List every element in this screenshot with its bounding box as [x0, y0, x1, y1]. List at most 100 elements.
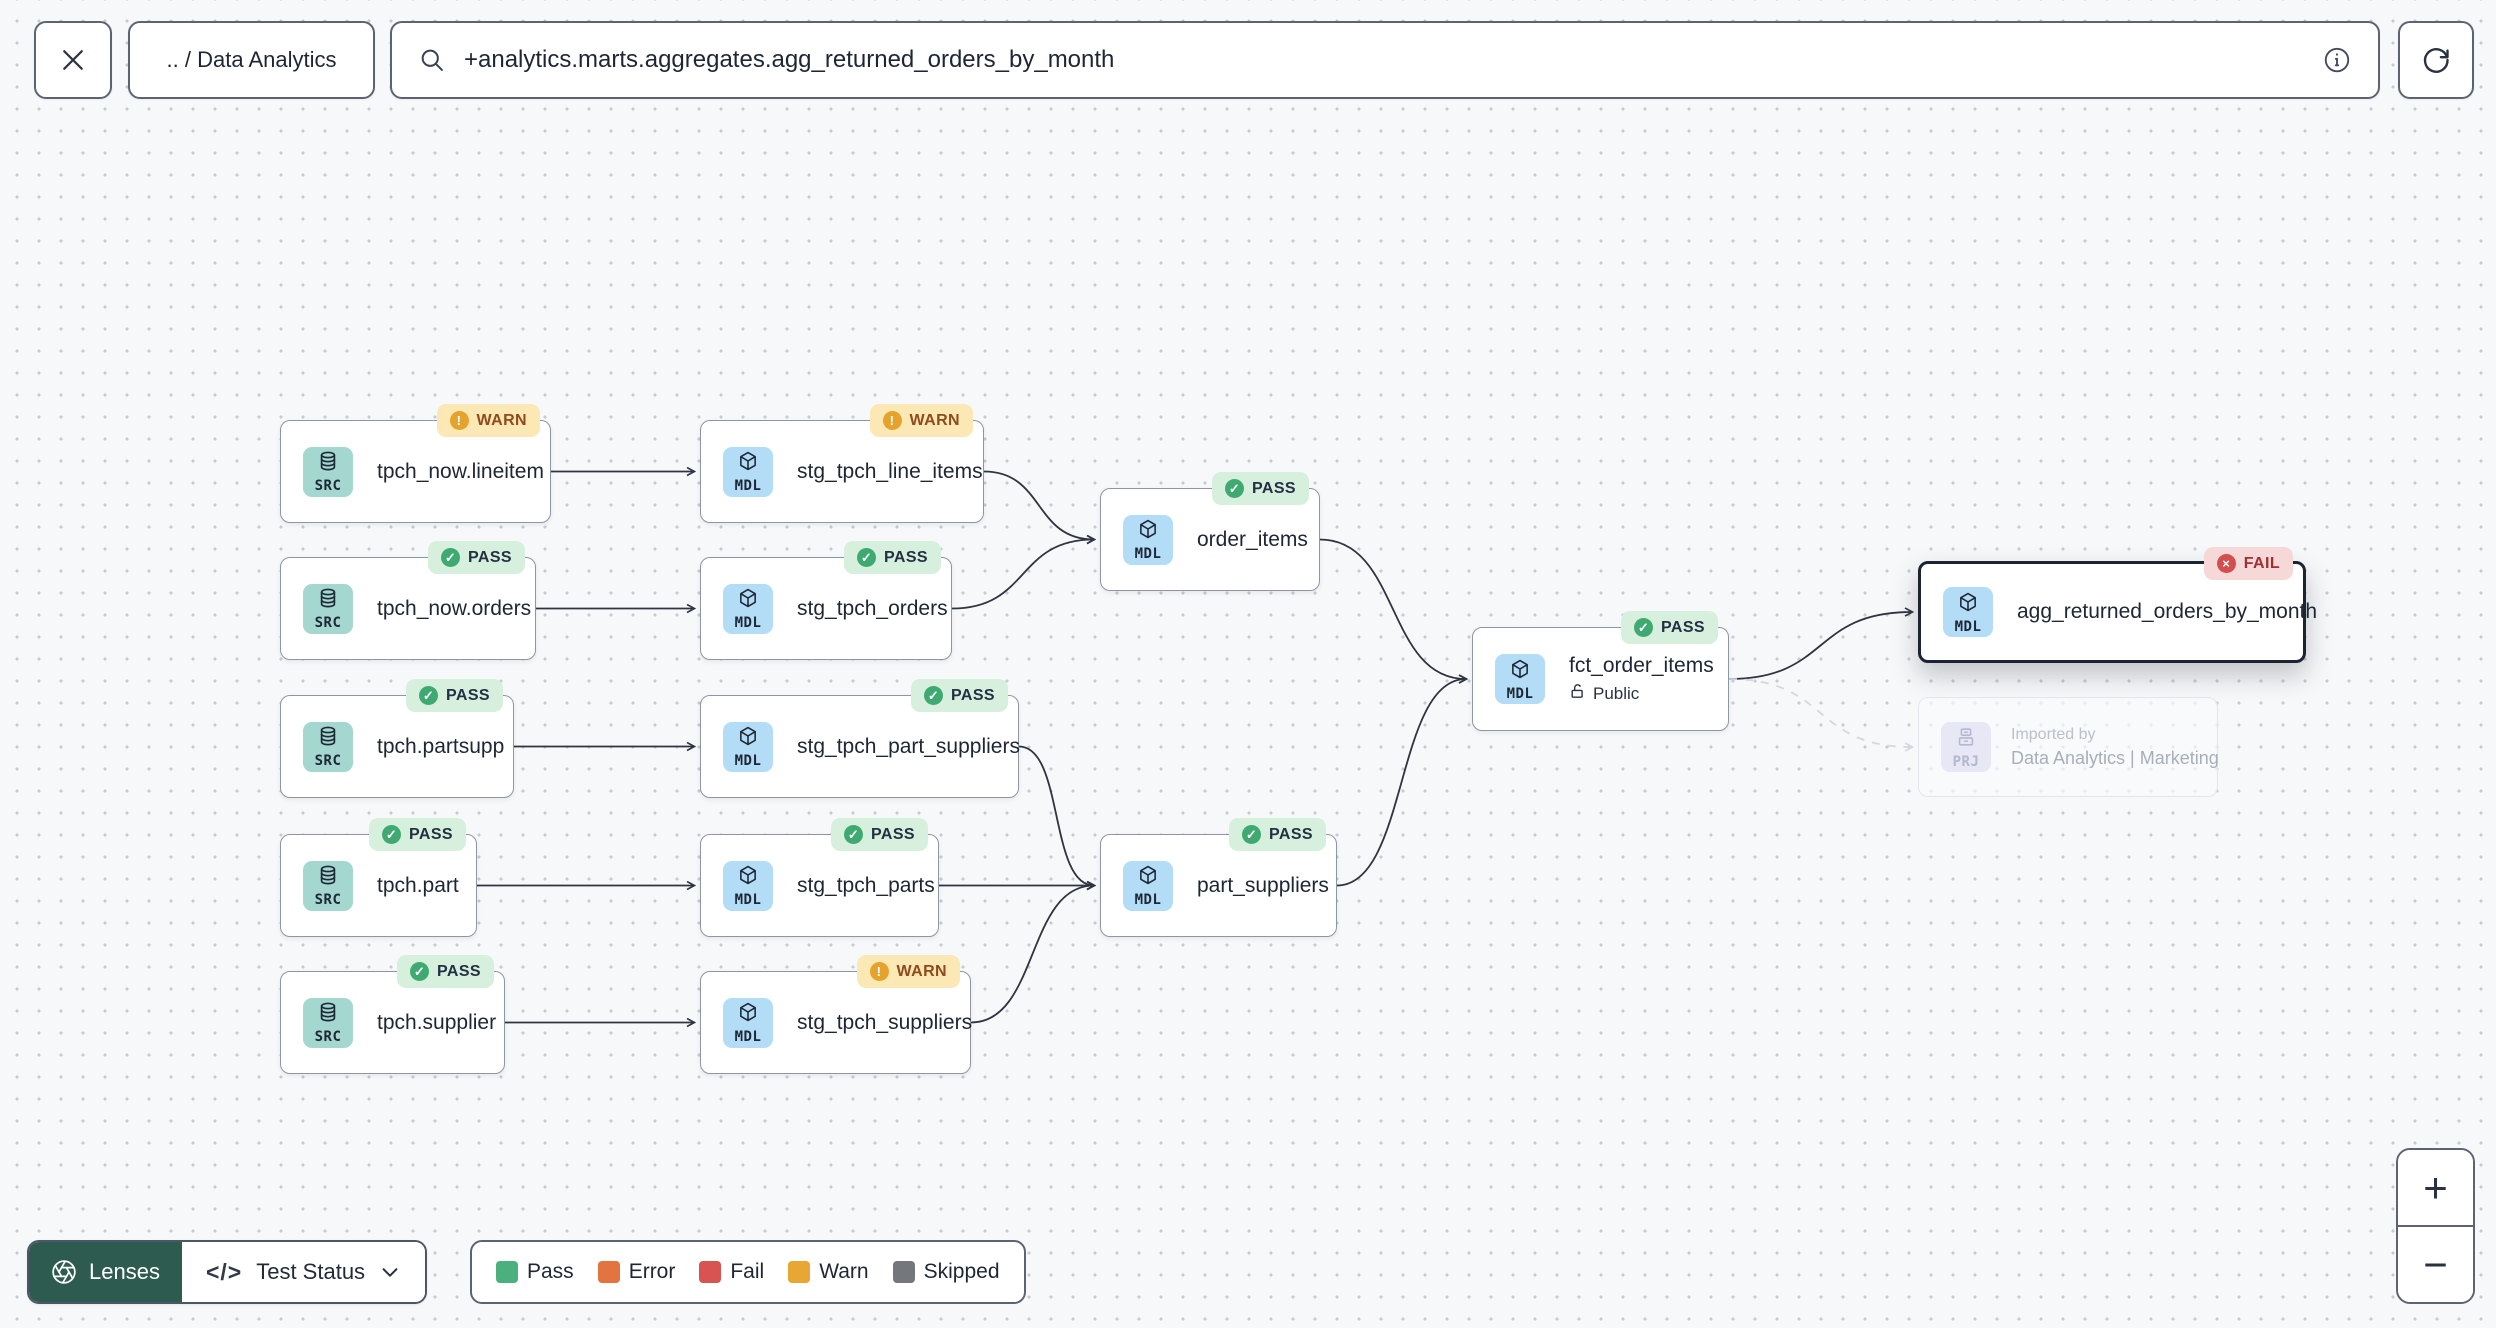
kind-label: MDL: [734, 478, 762, 494]
cube-icon: [1957, 591, 1979, 618]
node-label: tpch_now.orders: [377, 596, 532, 620]
status-label: PASS: [437, 962, 481, 980]
status-badge-fail: ×FAIL: [2203, 547, 2293, 580]
status-label: PASS: [409, 825, 453, 843]
kind-label: MDL: [734, 615, 762, 631]
search-input[interactable]: [464, 46, 2304, 74]
node-label: part_suppliers: [1197, 873, 1329, 897]
kind-label: SRC: [314, 478, 342, 494]
zoom-in-button[interactable]: +: [2398, 1150, 2473, 1227]
database-icon: [317, 725, 339, 752]
lenses-label: Lenses: [89, 1259, 160, 1284]
info-icon[interactable]: [2322, 45, 2352, 75]
status-dot-icon: ✓: [410, 962, 430, 981]
zoom-out-button[interactable]: −: [2398, 1227, 2473, 1302]
project-icon: [1955, 726, 1977, 753]
node-label: stg_tpch_parts: [797, 873, 935, 897]
code-icon: </>: [205, 1258, 243, 1285]
graph-node-stg_tpch_orders[interactable]: MDL stg_tpch_orders ✓ PASS: [700, 541, 952, 660]
breadcrumb-label: .. / Data Analytics: [166, 47, 337, 72]
status-dot-icon: ✓: [419, 686, 439, 705]
status-badge-pass: ✓ PASS: [1229, 818, 1326, 851]
status-dot-icon: ✓: [1242, 825, 1262, 844]
src-badge: SRC: [303, 446, 353, 497]
kind-label: MDL: [1954, 618, 1982, 635]
legend-swatch-icon: [699, 1261, 722, 1283]
mdl-badge: MDL: [723, 997, 773, 1048]
legend-label: Fail: [730, 1260, 765, 1283]
status-badge-warn: !WARN: [856, 955, 960, 988]
edge-part_suppliers-to-fct_order_items: [1336, 679, 1466, 887]
graph-node-stg_tpch_parts[interactable]: MDL stg_tpch_parts ✓ PASS: [700, 818, 939, 937]
status-label: PASS: [1269, 825, 1313, 843]
prj-badge: PRJ: [1941, 722, 1991, 772]
cube-icon: [1509, 658, 1531, 685]
node-label: tpch.part: [377, 873, 459, 897]
status-dot-icon: !: [869, 962, 889, 981]
status-label: PASS: [884, 548, 928, 566]
cube-icon: [737, 1001, 759, 1028]
close-icon: [63, 50, 83, 70]
status-dot-icon: ✓: [441, 548, 461, 567]
cube-icon: [737, 587, 759, 614]
status-badge-pass: ✓ PASS: [844, 541, 941, 574]
kind-label: PRJ: [1952, 753, 1980, 770]
status-dot-icon: ✓: [844, 825, 864, 844]
database-icon: [317, 864, 339, 891]
node-label: stg_tpch_line_items: [797, 459, 983, 483]
node-label: order_items: [1197, 527, 1308, 551]
graph-node-tpch.supplier[interactable]: SRC tpch.supplier ✓ PASS: [280, 955, 505, 1074]
node-label: tpch.supplier: [377, 1010, 497, 1034]
edge-stg_tpch_orders-to-order_items: [951, 540, 1094, 610]
refresh-button[interactable]: [2398, 21, 2474, 99]
status-label: PASS: [468, 548, 512, 566]
importing-project-label: Data Analytics | Marketing: [2011, 747, 2219, 768]
mdl-badge: MDL: [723, 721, 773, 772]
kind-label: MDL: [734, 753, 762, 769]
edge-stg_tpch_part_suppliers-to-part_suppliers: [1018, 745, 1094, 886]
mdl-badge: MDL: [723, 860, 773, 911]
mdl-badge: MDL: [723, 583, 773, 634]
chevron-down-icon: [382, 1268, 398, 1277]
node-label: stg_tpch_orders: [797, 596, 948, 620]
node-label: stg_tpch_suppliers: [797, 1010, 973, 1034]
lenses-button[interactable]: Lenses: [29, 1242, 182, 1302]
legend-label: Error: [628, 1260, 676, 1283]
legend-item-skipped: Skipped: [892, 1260, 1000, 1284]
status-badge-pass: ✓ PASS: [397, 955, 494, 988]
graph-node-stg_tpch_suppliers[interactable]: MDL stg_tpch_suppliers !WARN: [700, 955, 973, 1074]
plus-icon: +: [2423, 1163, 2448, 1211]
src-badge: SRC: [303, 997, 353, 1048]
breadcrumb[interactable]: .. / Data Analytics: [128, 21, 375, 99]
status-dot-icon: ✓: [857, 548, 877, 567]
status-badge-pass: ✓PASS: [369, 818, 466, 851]
legend-swatch-icon: [496, 1261, 518, 1283]
node-label: tpch_now.lineitem: [377, 459, 544, 483]
lens-selector[interactable]: </> Test Status: [181, 1242, 426, 1302]
kind-label: SRC: [314, 753, 342, 769]
legend-swatch-icon: [597, 1261, 620, 1283]
legend-swatch-icon: [788, 1261, 811, 1283]
src-badge: SRC: [303, 721, 353, 772]
status-badge-pass: ✓PASS: [1621, 611, 1718, 644]
legend-label: Warn: [819, 1260, 869, 1283]
status-dot-icon: ×: [2216, 554, 2236, 573]
aperture-icon: [52, 1260, 76, 1284]
legend-swatch-icon: [892, 1261, 915, 1283]
node-label: stg_tpch_part_suppliers: [797, 734, 1020, 758]
graph-node-part_suppliers[interactable]: MDL part_suppliers ✓ PASS: [1100, 818, 1337, 937]
kind-label: MDL: [1134, 892, 1162, 908]
status-label: PASS: [871, 825, 915, 843]
close-button[interactable]: [34, 21, 112, 99]
